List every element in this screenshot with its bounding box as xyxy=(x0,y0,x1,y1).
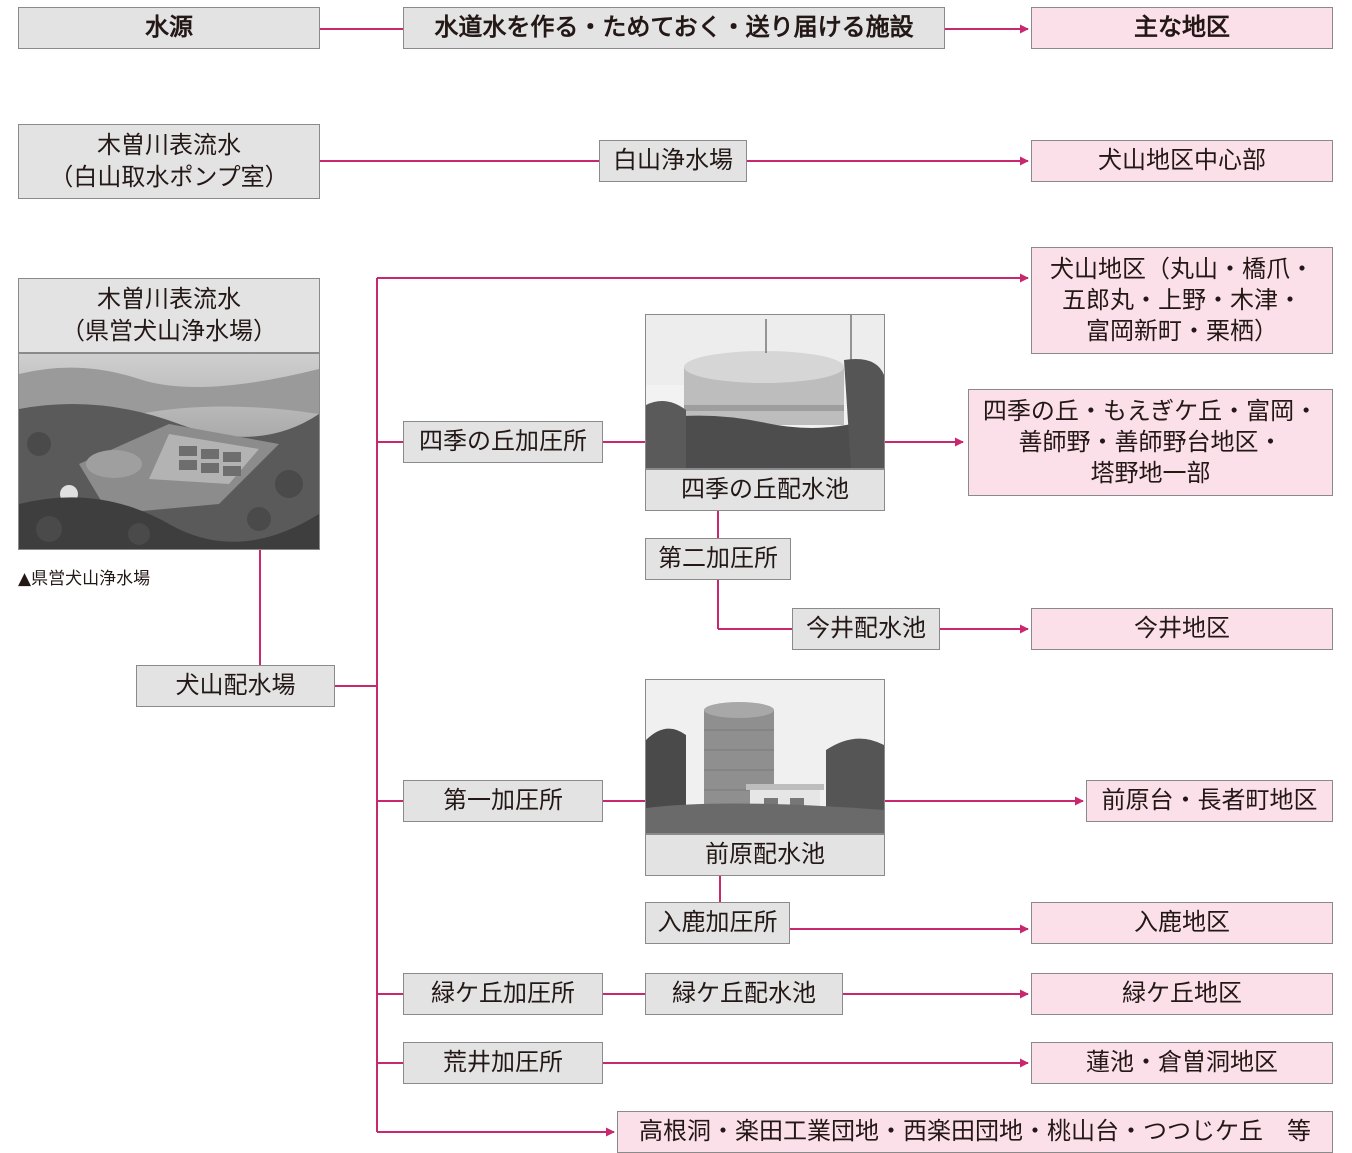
header-source: 水源 xyxy=(18,7,320,49)
header-facility: 水道水を作る・ためておく・送り届ける施設 xyxy=(403,7,945,49)
header-area: 主な地区 xyxy=(1031,7,1333,49)
shikinooka-reservoir: 四季の丘配水池 xyxy=(645,469,885,511)
maehara-reservoir: 前原配水池 xyxy=(645,834,885,876)
inuyama-distribution-station: 犬山配水場 xyxy=(136,665,335,707)
shikinooka-booster-station: 四季の丘加圧所 xyxy=(403,421,603,463)
area-label-line3: 塔野地一部 xyxy=(1090,459,1211,488)
hakusan-purification-plant: 白山浄水場 xyxy=(599,140,747,182)
inuyama-center-area: 犬山地区中心部 xyxy=(1031,140,1333,182)
arai-area: 蓮池・倉曽洞地区 xyxy=(1031,1042,1333,1084)
maehara-reservoir-photo xyxy=(645,679,885,834)
midorigaoka-area: 緑ケ丘地区 xyxy=(1031,973,1333,1015)
maehara-area: 前原台・長者町地区 xyxy=(1086,780,1333,822)
shikinooka-area: 四季の丘・もえぎケ丘・富岡・ 善師野・善師野台地区・ 塔野地一部 xyxy=(968,389,1333,496)
imai-reservoir: 今井配水池 xyxy=(792,608,940,650)
imai-area: 今井地区 xyxy=(1031,608,1333,650)
area-label-line2: 五郎丸・上野・木津・ xyxy=(1062,285,1302,314)
source-label-line2: （白山取水ポンプ室） xyxy=(49,162,289,191)
plant-photo-caption: ▲県営犬山浄水場 xyxy=(18,569,151,589)
daiichi-booster-station: 第一加圧所 xyxy=(403,780,603,822)
arai-booster-station: 荒井加圧所 xyxy=(403,1042,603,1084)
source-label-line1: 木曽川表流水 xyxy=(97,285,241,314)
source-label-line2: （県営犬山浄水場） xyxy=(61,316,277,345)
other-areas: 高根洞・楽田工業団地・西楽田団地・桃山台・つつじケ丘 等 xyxy=(617,1111,1333,1153)
daini-booster-station: 第二加圧所 xyxy=(645,538,791,580)
aerial-plant-photo xyxy=(18,353,320,550)
shikinooka-reservoir-photo xyxy=(645,314,885,469)
inuyama-area: 犬山地区（丸山・橋爪・ 五郎丸・上野・木津・ 富岡新町・栗栖） xyxy=(1031,247,1333,354)
area-label-line1: 犬山地区（丸山・橋爪・ xyxy=(1050,254,1314,283)
area-label-line3: 富岡新町・栗栖） xyxy=(1086,317,1278,346)
hakusan-intake-source: 木曽川表流水 （白山取水ポンプ室） xyxy=(18,124,320,199)
area-label-line2: 善師野・善師野台地区・ xyxy=(1018,427,1283,456)
area-label-line1: 四季の丘・もえぎケ丘・富岡・ xyxy=(982,396,1319,425)
source-label-line1: 木曽川表流水 xyxy=(97,131,241,160)
midorigaoka-reservoir: 緑ケ丘配水池 xyxy=(645,973,843,1015)
inuyama-plant-source: 木曽川表流水 （県営犬山浄水場） xyxy=(18,278,320,353)
midorigaoka-booster-station: 緑ケ丘加圧所 xyxy=(403,973,603,1015)
iriga-booster-station: 入鹿加圧所 xyxy=(645,902,790,944)
iriga-area: 入鹿地区 xyxy=(1031,902,1333,944)
